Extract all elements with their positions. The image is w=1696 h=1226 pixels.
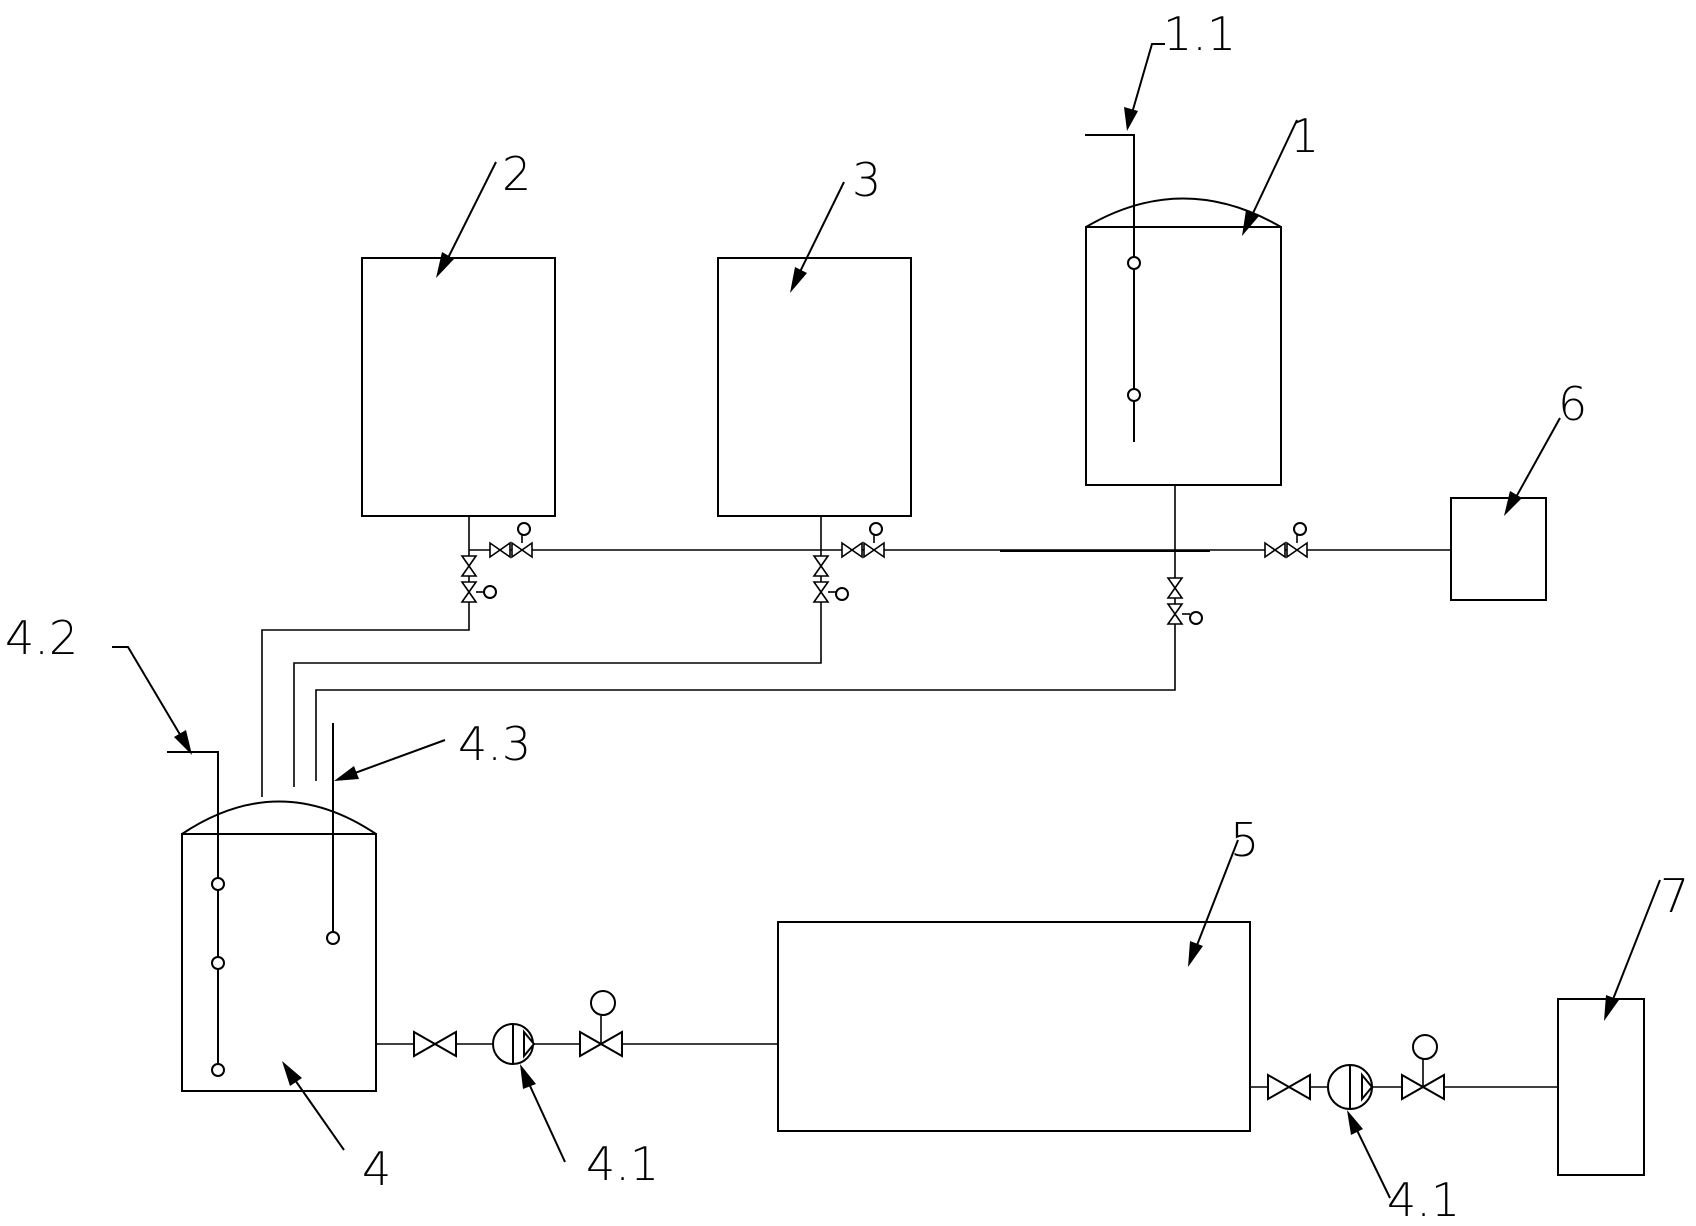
unit-7	[1557, 998, 1645, 1176]
leader-1	[1242, 119, 1298, 236]
header-valve-1	[489, 522, 533, 558]
unit-6	[1450, 497, 1547, 601]
label-1-1: 1.1	[1163, 7, 1236, 61]
tank-2	[361, 257, 556, 517]
tank-4	[181, 800, 377, 1092]
unit-5	[777, 921, 1251, 1132]
tank-1-inlet-pipe	[1085, 134, 1141, 442]
label-2: 2	[502, 147, 531, 201]
drop-valve-tank-3	[813, 555, 849, 603]
label-3: 3	[852, 153, 881, 207]
header-valve-3	[1264, 522, 1308, 558]
tank-4-inlet-pipe	[167, 751, 225, 1077]
unit-5-outlet-line	[1250, 1034, 1558, 1110]
drop-valve-tank-2	[461, 555, 497, 603]
leader-6	[1504, 417, 1561, 516]
label-1: 1	[1290, 109, 1319, 163]
label-6: 6	[1558, 377, 1587, 431]
label-4-3: 4.3	[458, 717, 531, 771]
drop-valve-tank-1	[1167, 577, 1203, 625]
leader-4	[282, 1061, 345, 1151]
label-7: 7	[1660, 869, 1689, 923]
feed-pipes	[261, 485, 1176, 797]
leader-7	[1604, 879, 1661, 1021]
label-4: 4	[362, 1142, 391, 1196]
leader-2	[436, 161, 497, 278]
label-5: 5	[1230, 813, 1259, 867]
tank-4-probe	[326, 723, 340, 945]
tank-4-outlet-line	[376, 990, 778, 1065]
leader-1-1	[1124, 43, 1165, 131]
leader-4-3	[334, 739, 446, 781]
tank-3	[717, 257, 912, 517]
label-4-2: 4.2	[5, 611, 78, 665]
leader-4-1-b	[1347, 1110, 1391, 1199]
header-valve-2	[841, 522, 885, 558]
label-4-1-a: 4.1	[586, 1137, 659, 1191]
leader-4-2	[112, 646, 192, 755]
label-4-1-b: 4.1	[1387, 1173, 1460, 1226]
tank-1	[1085, 197, 1282, 486]
leader-4-1-a	[520, 1064, 566, 1163]
leader-5	[1188, 839, 1239, 967]
leader-3	[790, 181, 845, 293]
